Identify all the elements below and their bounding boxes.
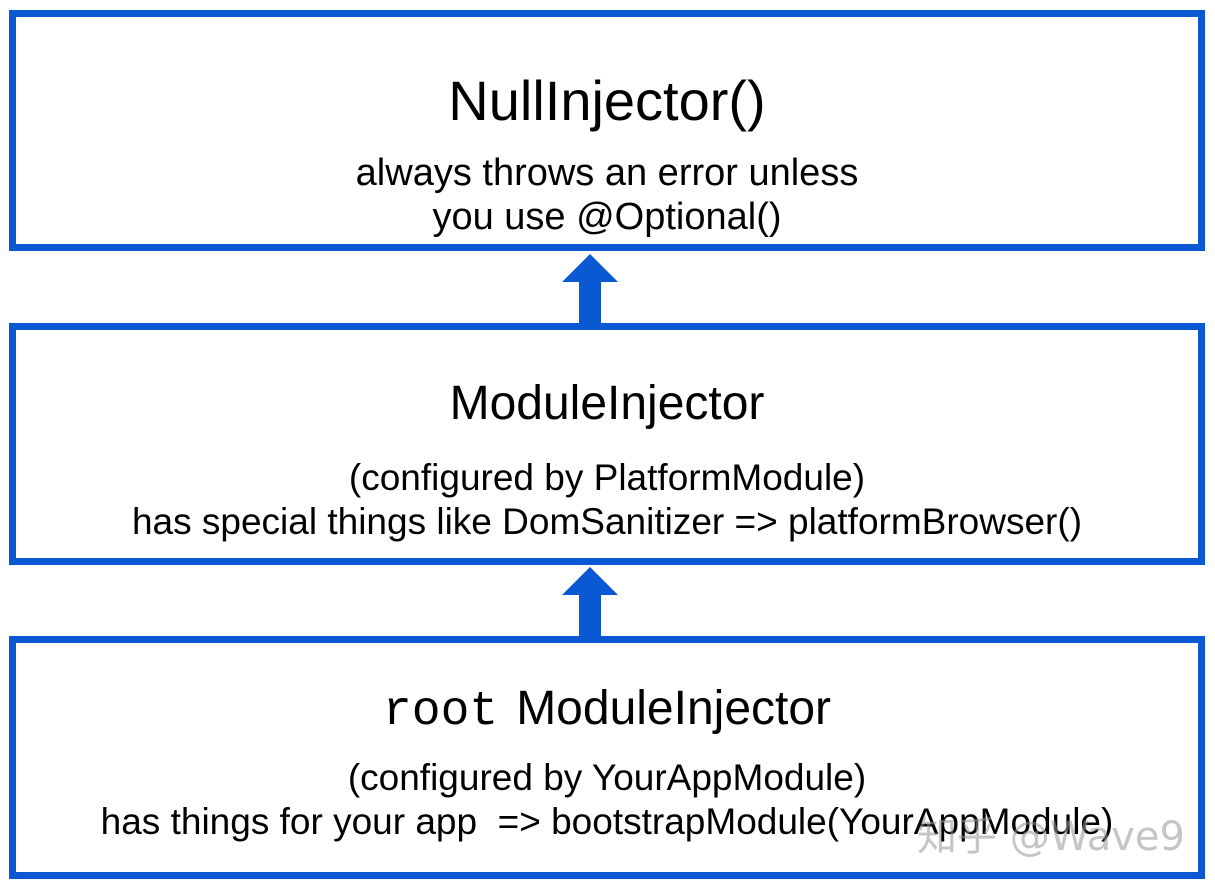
platform-injector-line1: (configured by PlatformModule) [348, 457, 866, 498]
watermark-text: 知乎 @Wave9 [917, 814, 1185, 860]
null-injector-title: NullInjector() [448, 69, 766, 132]
root-injector-title: root ModuleInjector [16, 677, 1198, 744]
root-injector-line1: (configured by YourAppModule) [347, 757, 867, 798]
null-injector-line1: always throws an error unless [355, 152, 859, 194]
root-injector-description: (configured by YourAppModule) has things… [16, 756, 1198, 844]
platform-module-injector-box: ModuleInjector (configured by PlatformMo… [9, 323, 1205, 565]
platform-injector-line2: has special things like DomSanitizer => … [131, 501, 1083, 542]
root-module-injector-box: root ModuleInjector (configured by YourAp… [9, 636, 1205, 879]
root-injector-line2: has things for your app => bootstrapModu… [100, 801, 1114, 842]
arrow-up-icon [562, 567, 618, 637]
platform-injector-title: ModuleInjector [449, 377, 765, 430]
null-injector-line2: you use @Optional() [432, 196, 782, 238]
null-injector-box: NullInjector() always throws an error un… [9, 10, 1205, 251]
root-injector-name: ModuleInjector [516, 682, 832, 735]
arrow-up-icon [562, 254, 618, 324]
null-injector-description: always throws an error unless you use @O… [16, 151, 1198, 239]
platform-injector-description: (configured by PlatformModule) has speci… [16, 456, 1198, 544]
root-keyword: root [382, 685, 499, 739]
